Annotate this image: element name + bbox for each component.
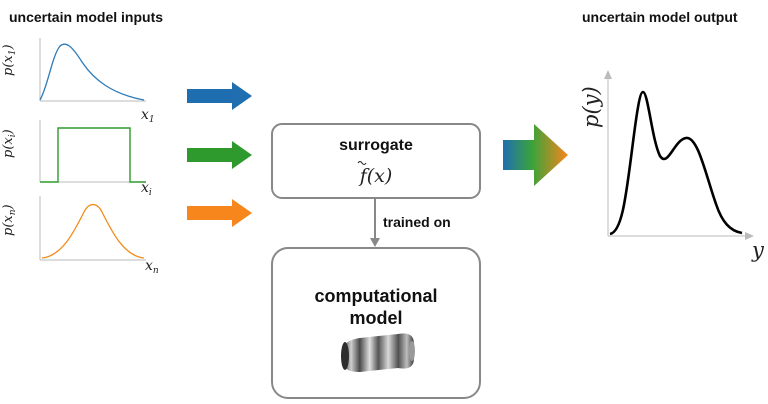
input-plot-i: p(xi) xi	[1, 120, 152, 198]
trained-on-connector	[370, 198, 380, 247]
input-1-xlabel: x1	[141, 107, 155, 125]
input-i-ylabel: p(xi)	[1, 129, 18, 158]
inputs-heading: uncertain model inputs	[9, 9, 164, 25]
surrogate-title: surrogate	[339, 137, 413, 154]
computational-model-box: computational model	[271, 247, 481, 399]
output-density-curve	[609, 90, 743, 236]
input-n-density-curve	[41, 203, 145, 259]
orange-input-arrow	[187, 199, 252, 227]
input-i-xlabel: xi	[141, 180, 152, 198]
input-n-xlabel: xn	[145, 258, 159, 276]
computational-title-line1: computational	[314, 286, 437, 306]
input-plot-1: p(x1) x1	[1, 38, 155, 125]
output-xlabel: y	[751, 238, 765, 262]
input-i-density-curve	[40, 127, 146, 183]
output-gradient-arrow	[503, 124, 568, 186]
green-input-arrow	[187, 141, 252, 169]
output-heading: uncertain model output	[582, 9, 738, 25]
grayscale-3d-tube-icon	[341, 333, 415, 372]
surrogate-formula: f(x)	[358, 165, 393, 187]
output-ylabel: p(y)	[579, 86, 603, 128]
input-1-ylabel: p(x1)	[1, 44, 18, 76]
surrogate-box: surrogate f(x)	[271, 123, 481, 199]
input-n-ylabel: p(xn)	[1, 204, 18, 236]
blue-input-arrow	[187, 82, 252, 110]
output-plot: p(y) y	[579, 70, 765, 262]
tilde-accent	[357, 160, 367, 166]
computational-title-line2: model	[349, 308, 402, 328]
input-1-density-curve	[39, 43, 145, 101]
trained-on-label: trained on	[383, 214, 451, 230]
input-plot-n: p(xn) xn	[1, 196, 159, 276]
